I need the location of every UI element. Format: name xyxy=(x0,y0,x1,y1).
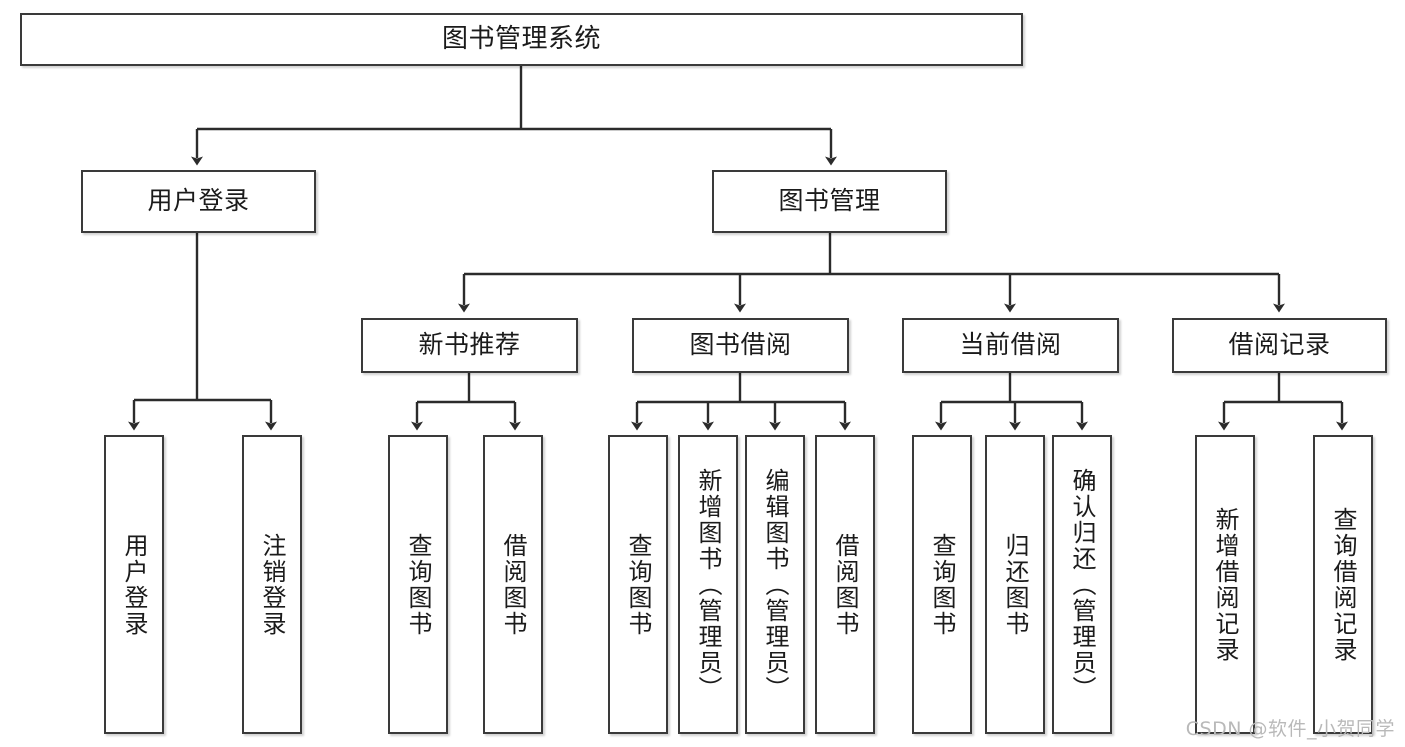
node-label: 图书管理 xyxy=(778,186,881,216)
leaf-logout[interactable]: 注销登录 xyxy=(242,435,302,734)
node-label: 编辑图书（管理员） xyxy=(761,467,789,702)
node-label: 注销登录 xyxy=(258,532,286,637)
node-book-management[interactable]: 图书管理 xyxy=(712,170,947,233)
node-label: 图书借阅 xyxy=(689,330,792,360)
watermark: CSDN @软件_小贺同学 xyxy=(1185,718,1395,740)
node-label: 查询图书 xyxy=(624,532,652,637)
leaf-user-login[interactable]: 用户登录 xyxy=(104,435,164,734)
leaf-edit-book-admin[interactable]: 编辑图书（管理员） xyxy=(745,435,805,734)
node-label: 借阅图书 xyxy=(499,532,527,637)
node-label: 查询图书 xyxy=(928,532,956,637)
leaf-return-book[interactable]: 归还图书 xyxy=(985,435,1045,734)
node-borrow-record[interactable]: 借阅记录 xyxy=(1172,318,1387,373)
leaf-query-book-current[interactable]: 查询图书 xyxy=(912,435,972,734)
node-label: 新增借阅记录 xyxy=(1211,506,1239,663)
leaf-borrow-book[interactable]: 借阅图书 xyxy=(815,435,875,734)
leaf-borrow-book-recommend[interactable]: 借阅图书 xyxy=(483,435,543,734)
node-user-login[interactable]: 用户登录 xyxy=(81,170,316,233)
leaf-add-book-admin[interactable]: 新增图书（管理员） xyxy=(678,435,738,734)
node-label: 查询图书 xyxy=(404,532,432,637)
node-label: 确认归还（管理员） xyxy=(1068,467,1096,702)
node-root-system[interactable]: 图书管理系统 xyxy=(20,13,1023,66)
leaf-query-book-recommend[interactable]: 查询图书 xyxy=(388,435,448,734)
node-label: 用户登录 xyxy=(147,186,250,216)
node-label: 查询借阅记录 xyxy=(1329,506,1357,663)
node-label: 借阅图书 xyxy=(831,532,859,637)
node-label: 借阅记录 xyxy=(1228,330,1331,360)
node-label: 当前借阅 xyxy=(959,330,1062,360)
node-label: 归还图书 xyxy=(1001,532,1029,637)
node-current-borrow[interactable]: 当前借阅 xyxy=(902,318,1119,373)
leaf-confirm-return-admin[interactable]: 确认归还（管理员） xyxy=(1052,435,1112,734)
node-label: 新增图书（管理员） xyxy=(694,467,722,702)
node-label: 图书管理系统 xyxy=(441,23,601,54)
leaf-add-borrow-record[interactable]: 新增借阅记录 xyxy=(1195,435,1255,734)
node-new-book-recommend[interactable]: 新书推荐 xyxy=(361,318,578,373)
node-label: 用户登录 xyxy=(120,532,148,637)
leaf-query-book-borrow[interactable]: 查询图书 xyxy=(608,435,668,734)
leaf-query-borrow-record[interactable]: 查询借阅记录 xyxy=(1313,435,1373,734)
node-label: 新书推荐 xyxy=(418,330,521,360)
node-book-borrow[interactable]: 图书借阅 xyxy=(632,318,849,373)
